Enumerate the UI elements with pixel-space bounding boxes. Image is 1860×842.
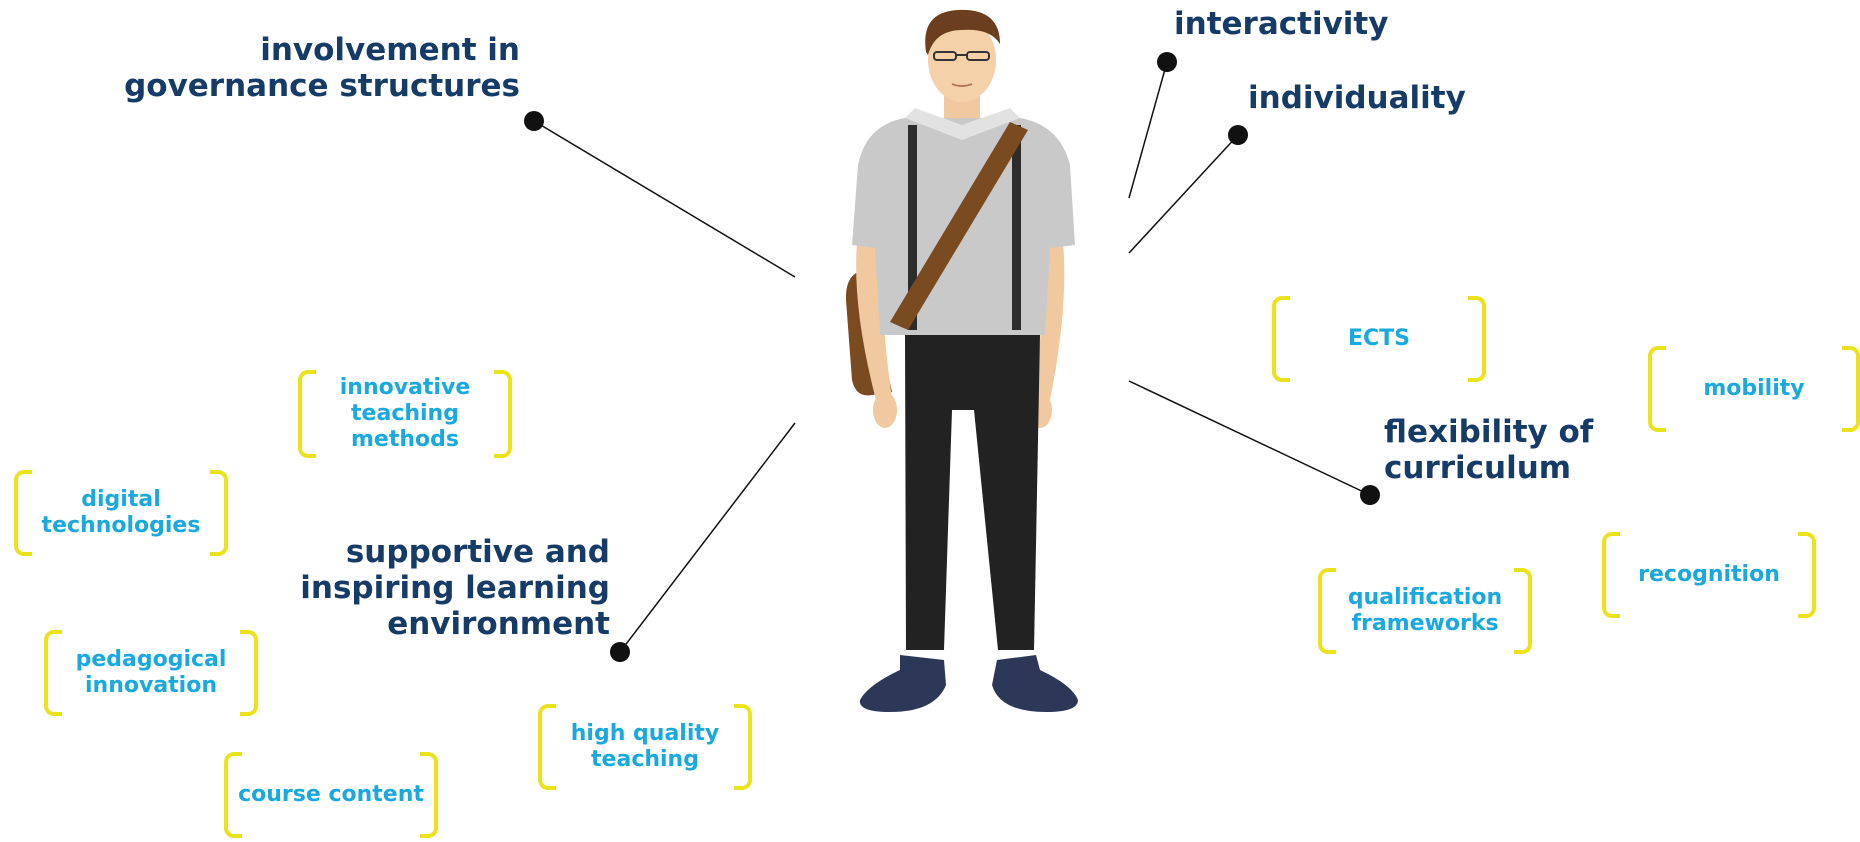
tag-pedagogical-innovation: pedagogical innovation: [44, 630, 258, 716]
connector-flexibility: [1128, 380, 1371, 496]
tag-innovative-teaching-methods: innovative teaching methods: [298, 370, 512, 458]
connector-interactivity: [1128, 61, 1168, 199]
bracket-right: [210, 470, 228, 556]
bracket-left: [538, 704, 556, 790]
bracket-right: [734, 704, 752, 790]
tag-label: ECTS: [1347, 326, 1411, 351]
dot-interactivity: [1157, 52, 1177, 72]
tag-label: digital technologies: [41, 487, 201, 538]
tag-label: mobility: [1703, 376, 1805, 401]
dot-individuality: [1228, 125, 1248, 145]
tag-qualification-frameworks: qualification frameworks: [1318, 568, 1532, 654]
connector-individuality: [1128, 134, 1239, 254]
bracket-left: [298, 370, 316, 458]
tag-mobility: mobility: [1648, 346, 1860, 432]
bracket-right: [420, 752, 438, 838]
tag-recognition: recognition: [1602, 532, 1816, 618]
tag-label: pedagogical innovation: [75, 647, 227, 698]
tag-label: course content: [238, 782, 424, 807]
heading-involvement-governance: involvement in governance structures: [124, 32, 520, 104]
bracket-right: [1514, 568, 1532, 654]
bracket-left: [1318, 568, 1336, 654]
bracket-left: [1272, 296, 1290, 382]
heading-individuality: individuality: [1248, 80, 1466, 116]
tag-high-quality-teaching: high quality teaching: [538, 704, 752, 790]
tag-label: innovative teaching methods: [339, 375, 471, 452]
tag-label: high quality teaching: [570, 721, 720, 772]
bracket-right: [1842, 346, 1860, 432]
dot-flexibility: [1360, 485, 1380, 505]
bracket-left: [224, 752, 242, 838]
tag-course-content: course content: [224, 752, 438, 838]
tag-label: qualification frameworks: [1347, 585, 1503, 636]
tag-digital-technologies: digital technologies: [14, 470, 228, 556]
heading-supportive-environment: supportive and inspiring learning enviro…: [300, 534, 610, 642]
bracket-right: [1468, 296, 1486, 382]
bracket-left: [14, 470, 32, 556]
dot-supportive: [610, 642, 630, 662]
heading-flexibility-curriculum: flexibility of curriculum: [1384, 414, 1594, 486]
heading-interactivity: interactivity: [1174, 6, 1389, 42]
bracket-left: [44, 630, 62, 716]
connector-involvement: [533, 120, 796, 278]
dot-involvement: [524, 111, 544, 131]
bracket-right: [494, 370, 512, 458]
bracket-left: [1648, 346, 1666, 432]
bracket-right: [240, 630, 258, 716]
tag-ects: ECTS: [1272, 296, 1486, 382]
tag-label: recognition: [1638, 562, 1780, 587]
student-figure: [845, 9, 1078, 712]
bracket-left: [1602, 532, 1620, 618]
bracket-right: [1798, 532, 1816, 618]
connector-supportive: [619, 422, 796, 653]
